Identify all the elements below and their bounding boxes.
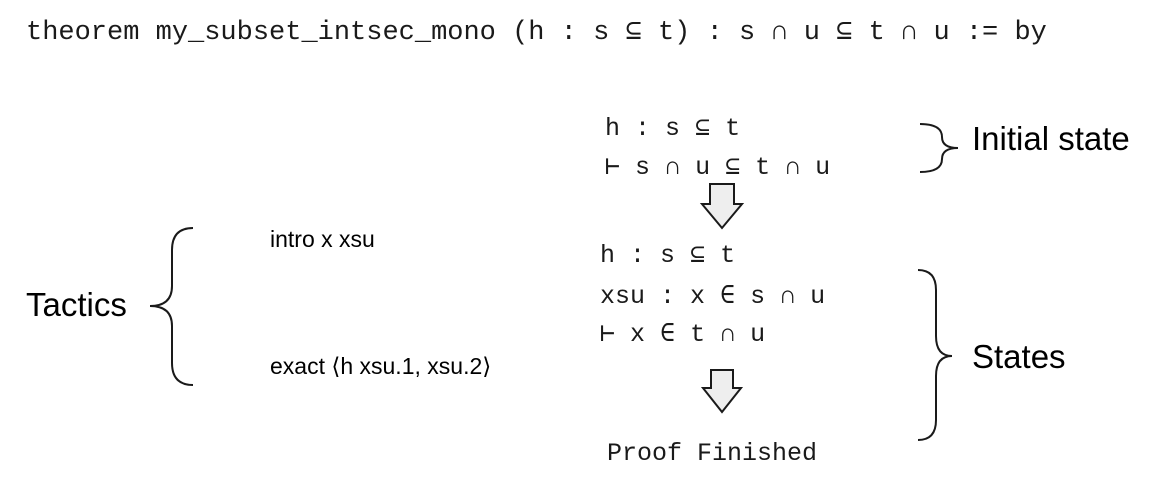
tactics-label: Tactics: [26, 286, 127, 323]
initial-state-goal: ⊢ s ∩ u ⊆ t ∩ u: [605, 153, 831, 182]
state-goal: ⊢ x ∈ t ∩ u: [600, 320, 766, 349]
initial-state-brace: [919, 123, 959, 173]
tactics-brace: [149, 227, 194, 386]
initial-state-label: Initial state: [972, 120, 1130, 157]
states-label: States: [972, 338, 1066, 375]
proof-finished-text: Proof Finished: [607, 439, 818, 468]
states-brace: [917, 269, 953, 441]
initial-state-hypothesis: h : s ⊆ t: [605, 114, 741, 143]
down-arrow-icon: [700, 369, 744, 414]
tactic-intro: intro x xsu: [270, 226, 375, 252]
state-hypothesis-xsu: xsu : x ∈ s ∩ u: [600, 282, 826, 311]
tactic-exact: exact ⟨h xsu.1, xsu.2⟩: [270, 353, 492, 379]
state-hypothesis-h: h : s ⊆ t: [600, 241, 736, 270]
theorem-statement: theorem my_subset_intsec_mono (h : s ⊆ t…: [26, 18, 1047, 48]
down-arrow-icon: [699, 183, 745, 230]
